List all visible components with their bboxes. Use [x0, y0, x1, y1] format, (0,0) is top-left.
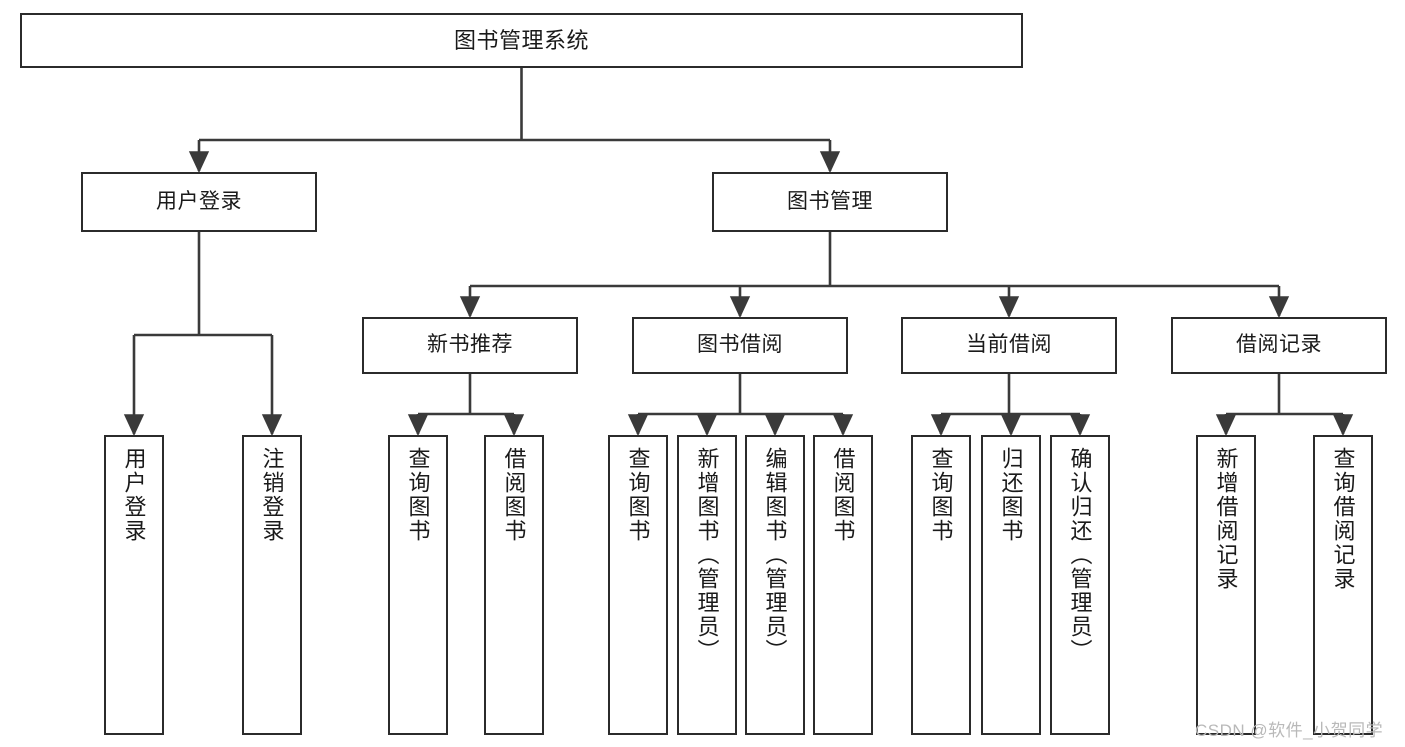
node-leaf_add_book[interactable]: 新增图书（管理员） [677, 435, 737, 735]
node-label: 编辑图书（管理员） [762, 447, 788, 663]
node-leaf_query_book_2[interactable]: 查询图书 [608, 435, 668, 735]
node-user_login[interactable]: 用户登录 [81, 172, 317, 232]
node-label: 当前借阅 [966, 333, 1052, 357]
node-leaf_borrow_book_1[interactable]: 借阅图书 [484, 435, 544, 735]
node-label: 归还图书 [998, 447, 1024, 543]
node-label: 图书借阅 [697, 333, 783, 357]
node-label: 注销登录 [259, 447, 285, 543]
node-leaf_query_book_3[interactable]: 查询图书 [911, 435, 971, 735]
node-leaf_query_record[interactable]: 查询借阅记录 [1313, 435, 1373, 735]
node-label: 新增图书（管理员） [694, 447, 720, 663]
node-label: 图书管理 [787, 189, 873, 213]
node-label: 新书推荐 [427, 333, 513, 357]
node-label: 确认归还（管理员） [1067, 447, 1093, 663]
node-label: 借阅记录 [1236, 333, 1322, 357]
node-label: 新增借阅记录 [1213, 447, 1239, 591]
node-label: 借阅图书 [830, 447, 856, 543]
node-leaf_logout[interactable]: 注销登录 [242, 435, 302, 735]
node-label: 查询借阅记录 [1330, 447, 1356, 591]
node-label: 图书管理系统 [453, 27, 589, 53]
node-label: 查询图书 [405, 447, 431, 543]
node-new_book_rec[interactable]: 新书推荐 [362, 317, 578, 374]
node-book_borrow[interactable]: 图书借阅 [632, 317, 848, 374]
node-leaf_borrow_book_2[interactable]: 借阅图书 [813, 435, 873, 735]
node-leaf_confirm_return[interactable]: 确认归还（管理员） [1050, 435, 1110, 735]
node-label: 用户登录 [121, 447, 147, 543]
node-book_manage[interactable]: 图书管理 [712, 172, 948, 232]
node-current_borrow[interactable]: 当前借阅 [901, 317, 1117, 374]
node-borrow_record[interactable]: 借阅记录 [1171, 317, 1387, 374]
node-leaf_return_book[interactable]: 归还图书 [981, 435, 1041, 735]
node-label: 借阅图书 [501, 447, 527, 543]
node-label: 查询图书 [928, 447, 954, 543]
node-leaf_query_book_1[interactable]: 查询图书 [388, 435, 448, 735]
node-label: 查询图书 [625, 447, 651, 543]
node-leaf_add_record[interactable]: 新增借阅记录 [1196, 435, 1256, 735]
node-label: 用户登录 [156, 189, 242, 213]
node-leaf_user_login[interactable]: 用户登录 [104, 435, 164, 735]
node-root[interactable]: 图书管理系统 [20, 13, 1023, 68]
node-leaf_edit_book[interactable]: 编辑图书（管理员） [745, 435, 805, 735]
